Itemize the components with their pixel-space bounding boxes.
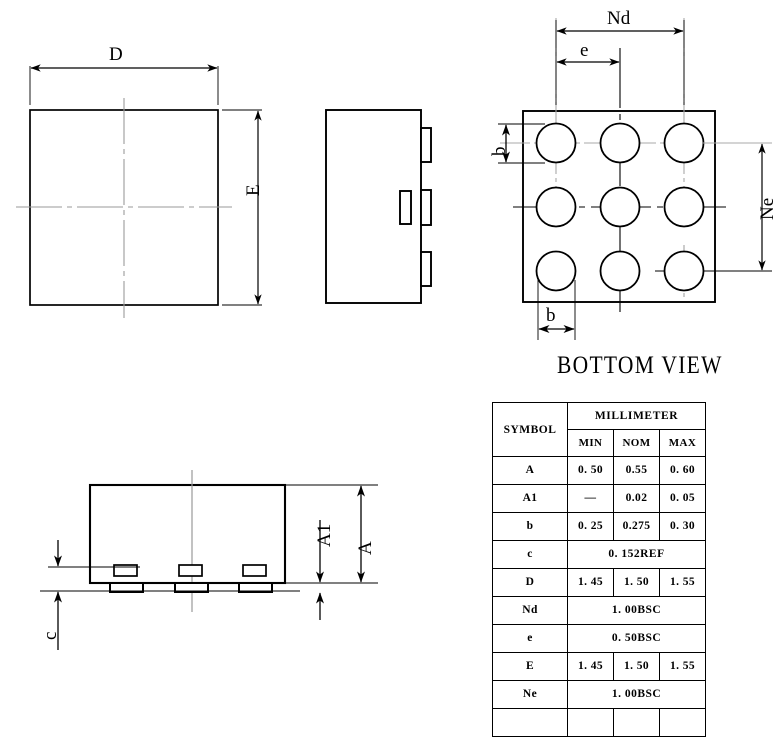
table-cell-symbol: e (492, 624, 568, 653)
ball-r2c1 (535, 186, 577, 228)
label-a1: A1 (314, 523, 335, 547)
table-cell-min: — (567, 484, 614, 513)
cross-section-ball-center (174, 582, 209, 593)
table-header-symbol: SYMBOL (492, 402, 568, 457)
ball-r3c3 (663, 250, 705, 292)
table-row (492, 708, 706, 737)
table-cell-symbol: c (492, 540, 568, 569)
table-cell-value-span: 1. 00BSC (567, 680, 706, 709)
ball-r1c1 (535, 122, 577, 164)
side-view-group (325, 109, 432, 304)
ball-r3c2 (599, 250, 641, 292)
table-cell-min: 0. 50 (567, 456, 614, 485)
table-header-min: MIN (567, 429, 614, 457)
table-cell-value-span: 0. 50BSC (567, 624, 706, 653)
table-cell-nom: 0.275 (613, 512, 660, 541)
table-cell-symbol: Ne (492, 680, 568, 709)
table-cell-max: 1. 55 (659, 568, 706, 597)
cross-section-inner-pad-center (178, 564, 203, 577)
cross-section-inner-pad-left (113, 564, 138, 577)
table-header-units: MILLIMETER (567, 402, 706, 430)
table-cell-min: 1. 45 (567, 568, 614, 597)
cross-section-ball-right (238, 582, 273, 593)
table-cell-symbol: b (492, 512, 568, 541)
ball-r1c2 (599, 122, 641, 164)
ball-r3c1 (535, 250, 577, 292)
cross-section-group (40, 470, 378, 650)
top-view-group (16, 64, 262, 318)
table-cell-max (659, 708, 706, 737)
side-view-terminal-middle (420, 189, 432, 226)
bottom-view-title: BOTTOM VIEW (557, 352, 723, 379)
side-view-terminal-bottom (420, 251, 432, 287)
ball-r1c3 (663, 122, 705, 164)
table-cell-symbol: A1 (492, 484, 568, 513)
table-cell-nom (613, 708, 660, 737)
ball-r2c3 (663, 186, 705, 228)
table-cell-max: 1. 55 (659, 652, 706, 681)
table-cell-nom: 1. 50 (613, 652, 660, 681)
table-cell-max: 0. 30 (659, 512, 706, 541)
ball-r2c2 (599, 186, 641, 228)
table-header-nom: NOM (613, 429, 660, 457)
table-cell-min: 1. 45 (567, 652, 614, 681)
table-cell-value-span: 0. 152REF (567, 540, 706, 569)
table-cell-value-span: 1. 00BSC (567, 596, 706, 625)
label-e-height: E (243, 184, 264, 196)
table-header-max: MAX (659, 429, 706, 457)
table-cell-symbol: D (492, 568, 568, 597)
table-cell-max: 0. 60 (659, 456, 706, 485)
label-nd: Nd (607, 8, 631, 29)
technical-drawing-svg (16, 18, 772, 650)
table-cell-min (567, 708, 614, 737)
table-cell-nom: 0.55 (613, 456, 660, 485)
label-b-horizontal: b (546, 305, 556, 326)
label-ne: Ne (757, 197, 778, 220)
label-e-pitch: e (580, 40, 589, 61)
table-cell-symbol (492, 708, 568, 737)
label-c: c (40, 631, 61, 640)
label-d: D (109, 44, 123, 65)
table-header-row-1: SYMBOL MILLIMETER (492, 402, 706, 457)
table-cell-max: 0. 05 (659, 484, 706, 513)
label-b-vertical: b (489, 146, 510, 157)
cross-section-ball-left (109, 582, 144, 593)
drawing-canvas: D E Nd e Ne b b A A1 c BOTTOM VIEW SYMBO… (16, 8, 778, 737)
label-a: A (355, 541, 376, 555)
table-cell-min: 0. 25 (567, 512, 614, 541)
cross-section-inner-pad-right (242, 564, 267, 577)
table-cell-symbol: E (492, 652, 568, 681)
table-cell-nom: 1. 50 (613, 568, 660, 597)
bottom-view-group (498, 18, 772, 340)
side-view-inner-pad (399, 190, 412, 225)
table-cell-symbol: A (492, 456, 568, 485)
table-cell-symbol: Nd (492, 596, 568, 625)
side-view-terminal-top (420, 127, 432, 163)
table-cell-nom: 0.02 (613, 484, 660, 513)
